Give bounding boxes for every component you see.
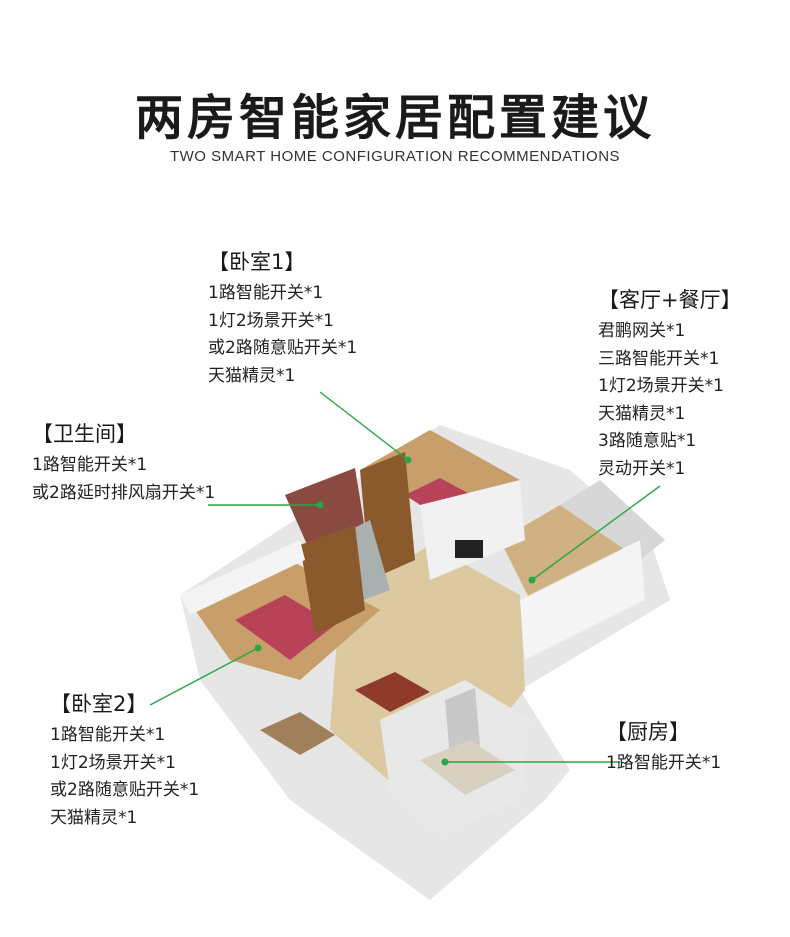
bedroom2-wardrobe	[300, 525, 365, 635]
room-bedroom1: 【卧室1】 1路智能开关*1 1灯2场景开关*1 或2路随意贴开关*1 天猫精灵…	[208, 248, 357, 390]
page-title: 两房智能家居配置建议	[134, 90, 655, 146]
leader-line-bedroom2	[149, 647, 259, 706]
leader-line-bedroom1	[319, 391, 409, 461]
room-bedroom2: 【卧室2】 1路智能开关*1 1灯2场景开关*1 或2路随意贴开关*1 天猫精灵…	[50, 690, 199, 832]
balcony	[560, 480, 665, 560]
dining-table	[355, 672, 430, 712]
room-title-bedroom1: 【卧室1】	[208, 250, 306, 274]
room-item: 或2路随意贴开关*1	[208, 338, 358, 358]
room-item: 天猫精灵*1	[208, 365, 296, 386]
leader-dots	[254, 456, 536, 766]
living-wall	[420, 480, 525, 580]
dot-kitchen	[441, 758, 449, 766]
leader-line-living	[531, 485, 661, 581]
room-item: 3路随意贴*1	[598, 431, 697, 451]
page-subtitle: TWO SMART HOME CONFIGURATION RECOMMENDAT…	[169, 148, 621, 165]
kitchen-fridge	[445, 688, 480, 758]
dot-bedroom2	[254, 644, 262, 652]
bedroom2-wall	[180, 540, 305, 615]
room-title-kitchen: 【厨房】	[606, 720, 690, 744]
room-kitchen: 【厨房】 1路智能开关*1	[606, 718, 721, 778]
room-item: 或2路随意贴开关*1	[50, 780, 200, 800]
room-item: 1路智能开关*1	[50, 725, 166, 745]
bedroom2-bed	[235, 595, 335, 660]
room-item: 三路智能开关*1	[598, 348, 720, 369]
room-item: 1路智能开关*1	[32, 455, 148, 475]
room-living: 【客厅+餐厅】 君鹏网关*1 三路智能开关*1 1灯2场景开关*1 天猫精灵*1…	[598, 286, 742, 483]
room-title-bedroom2: 【卧室2】	[50, 692, 148, 716]
room-item: 1灯2场景开关*1	[50, 752, 176, 773]
room-item: 灵动开关*1	[598, 458, 686, 479]
room-item: 1灯2场景开关*1	[598, 376, 724, 396]
kitchen-floor	[420, 740, 515, 795]
room-title-living: 【客厅+餐厅】	[598, 288, 742, 312]
room-item: 1路智能开关*1	[606, 753, 722, 773]
room-bathroom: 【卫生间】 1路智能开关*1 或2路延时排风扇开关*1	[32, 420, 215, 507]
room-title-bathroom: 【卫生间】	[32, 422, 137, 446]
dot-bathroom	[316, 501, 324, 509]
room-item: 天猫精灵*1	[598, 403, 686, 424]
dot-living	[528, 576, 536, 584]
lower-left-room	[260, 712, 335, 755]
leader-lines	[149, 391, 661, 763]
right-wall	[520, 540, 645, 660]
room-item: 或2路延时排风扇开关*1	[32, 482, 216, 503]
room-item: 天猫精灵*1	[50, 807, 138, 828]
room-item: 君鹏网关*1	[598, 321, 686, 341]
tv	[455, 540, 483, 558]
dot-bedroom1	[404, 456, 412, 464]
room-item: 1路智能开关*1	[208, 283, 324, 303]
room-item: 1灯2场景开关*1	[208, 310, 334, 331]
